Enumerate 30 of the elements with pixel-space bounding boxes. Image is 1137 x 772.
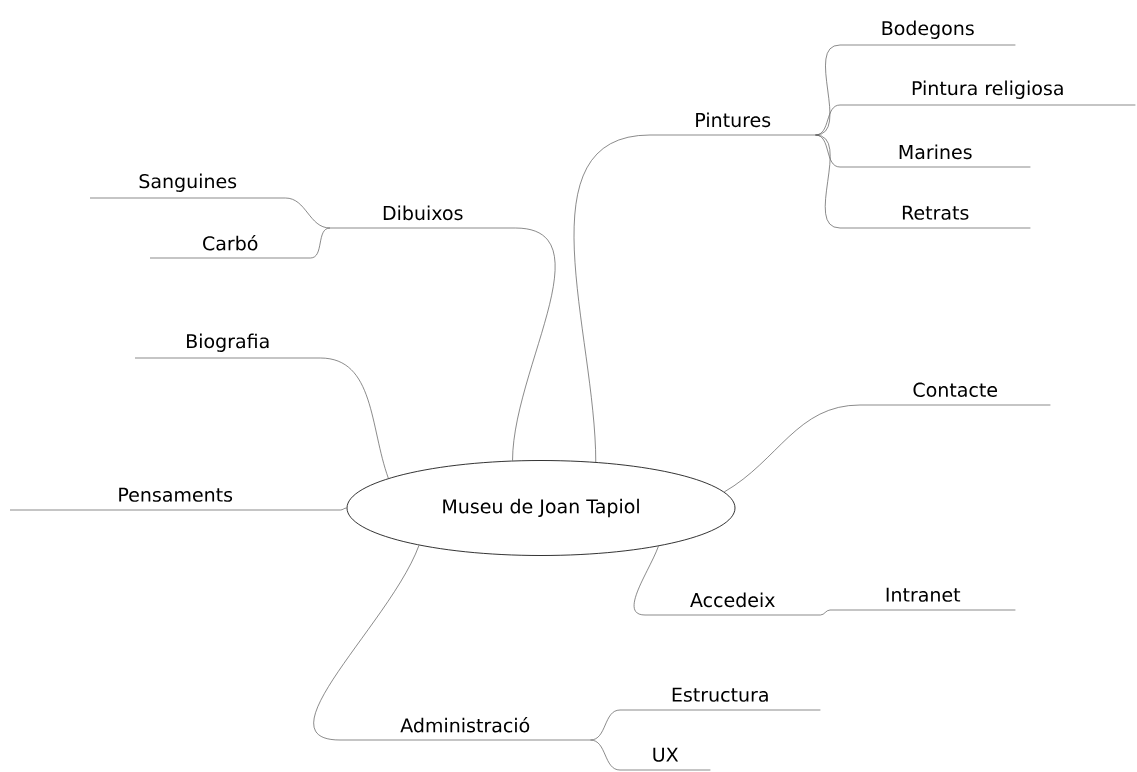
- branch-line: [512, 227, 556, 461]
- branch-line: [815, 134, 841, 229]
- topic-label: Biografia: [134, 333, 321, 359]
- branch-line: [633, 545, 659, 616]
- topic-label: Carbó: [149, 235, 311, 259]
- branch-line: [313, 544, 420, 741]
- topic-label: Marines: [839, 144, 1031, 168]
- topic-label: Sanguines: [89, 173, 286, 199]
- topic-label: Estructura: [619, 687, 821, 711]
- topic-label: Pintura religiosa: [839, 80, 1136, 106]
- branch-line: [820, 609, 831, 616]
- branch-line: [573, 134, 651, 463]
- topic-label: Dibuixos: [329, 205, 516, 229]
- branch-line: [310, 227, 331, 259]
- topic-label: UX: [619, 747, 711, 771]
- branch-line: [340, 507, 347, 511]
- branch-line: [285, 197, 331, 229]
- topic-label: Contacte: [859, 382, 1051, 406]
- topic-label: Bodegons: [839, 20, 1016, 46]
- topic-label: Pensaments: [9, 487, 341, 511]
- topic-label: Retrats: [839, 205, 1031, 229]
- topic-label: Pintures: [649, 112, 816, 136]
- topic-label: Administració: [339, 717, 591, 741]
- topic-label: Accedeix: [644, 592, 821, 616]
- branch-line: [590, 709, 621, 741]
- topic-label: Intranet: [829, 587, 1016, 611]
- branch-line: [320, 357, 389, 479]
- branch-line: [815, 104, 841, 136]
- branch-line: [590, 739, 621, 771]
- branch-line: [723, 404, 861, 493]
